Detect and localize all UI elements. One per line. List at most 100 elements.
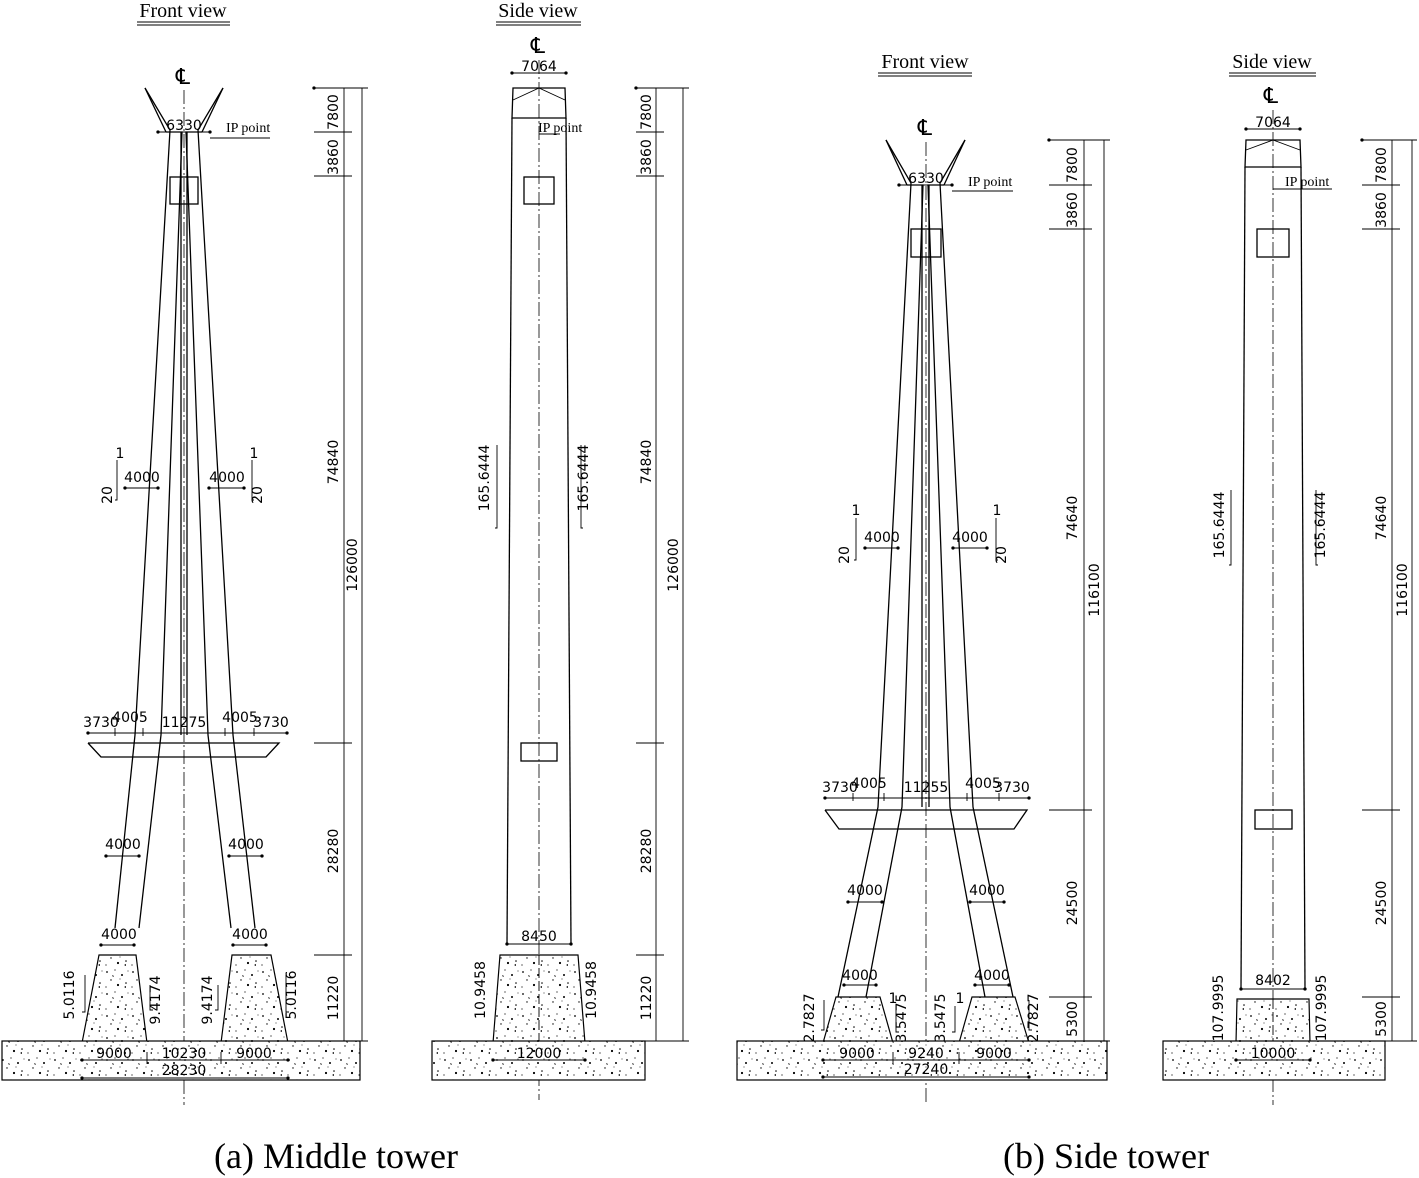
middle-side-centerline-icon: ℄ — [530, 33, 546, 58]
middle-side-total-height: 126000 — [666, 538, 682, 591]
middle-side-height-dims: 7800 3860 74840 28280 11220 126000 — [634, 86, 689, 1042]
middle-base-slope-outer-left: 5.0116 — [62, 970, 78, 1019]
sidetower-foot-total: 27240 — [904, 1062, 949, 1078]
middle-front-h3: 74840 — [326, 440, 342, 485]
sidetower-front-leg-width-upper-left: 4000 — [864, 530, 900, 546]
middle-side-base-slope-right: 10.9458 — [584, 961, 600, 1019]
middle-side-h5: 11220 — [639, 976, 655, 1021]
middle-front-slope-1-left: 1 — [116, 446, 125, 462]
middle-side-left-edge — [506, 117, 513, 945]
sidetower-side-base-slope-left: 107.9995 — [1211, 975, 1227, 1042]
sidetower-beam-right: 3730 — [994, 780, 1030, 796]
middle-front-h4: 28280 — [326, 829, 342, 874]
sidetower-side-view: Side view ℄ 7064 IP point 165.6444 165.6… — [1162, 51, 1386, 1105]
sidetower-beam-leg-right: 4005 — [965, 776, 1001, 792]
middle-cross-beam — [87, 742, 281, 758]
middle-foot-middle: 10230 — [162, 1046, 207, 1062]
sidetower-base-slope-inner-left: 3.5475 — [894, 994, 910, 1043]
sidetower-beam-middle: 11255 — [904, 780, 949, 796]
middle-front-leg-width-mid-left: 4000 — [105, 837, 141, 853]
sidetower-front-view: Front view ℄ 6330 IP point 1 20 1 20 400… — [736, 51, 1108, 1105]
sidetower-base-slope-outer-left: 2.7827 — [802, 994, 818, 1043]
sidetower-front-slope-20-left: 20 — [837, 546, 853, 564]
middle-side-h4: 28280 — [639, 829, 655, 874]
middle-front-view: Front view ℄ 6330 IP point 1 20 1 20 400… — [1, 0, 361, 1105]
middle-beam-leg-left: 4005 — [112, 710, 148, 726]
middle-front-total-height: 126000 — [345, 538, 361, 591]
middle-front-leg-width-upper-right: 4000 — [209, 470, 245, 486]
sidetower-left-pedestal — [822, 996, 894, 1044]
middle-right-leg-outer — [197, 87, 256, 929]
middle-front-h5: 11220 — [326, 976, 342, 1021]
sidetower-left-leg-outer — [837, 139, 912, 998]
sidetower-foot-9000-left: 9000 — [839, 1046, 875, 1062]
sidetower-front-h2: 3860 — [1065, 192, 1081, 228]
sidetower-front-h4: 24500 — [1065, 881, 1081, 926]
middle-front-slope-1-right: 1 — [250, 446, 259, 462]
middle-side-bottom-width: 8450 — [521, 929, 557, 945]
sidetower-right-leg-outer — [939, 139, 1014, 998]
sidetower-front-height-dims: 7800 3860 74640 24500 5300 116100 — [1047, 138, 1110, 1042]
middle-right-pedestal — [220, 954, 289, 1044]
sidetower-front-leg-width-upper-right: 4000 — [952, 530, 988, 546]
sidetower-cross-beam — [824, 809, 1029, 830]
middle-front-leg-width-upper-left: 4000 — [124, 470, 160, 486]
sidetower-side-right-edge — [1300, 166, 1306, 990]
sidetower-base-slope-one-left: 1 — [889, 991, 898, 1007]
sidetower-right-pedestal — [958, 996, 1030, 1044]
middle-side-ip-label: IP point — [538, 121, 582, 136]
middle-base-slope-inner-left: 9.4174 — [148, 975, 164, 1024]
middle-front-ip-label: IP point — [226, 121, 270, 136]
middle-front-leg-width-low-right: 4000 — [232, 927, 268, 943]
middle-beam-middle: 11275 — [162, 715, 207, 731]
sidetower-front-h5: 5300 — [1065, 1001, 1081, 1037]
middle-side-slope-left: 165.6444 — [477, 445, 493, 512]
sidetower-base-slope-inner-right: 3.5475 — [933, 994, 949, 1043]
sidetower-front-leg-width-mid-right: 4000 — [969, 883, 1005, 899]
middle-base-slope-outer-right: 5.0116 — [284, 970, 300, 1019]
sidetower-side-h3: 74640 — [1374, 496, 1390, 541]
sidetower-side-h4: 24500 — [1374, 881, 1390, 926]
middle-beam-right: 3730 — [253, 715, 289, 731]
middle-left-leg-inner — [138, 131, 183, 929]
sidetower-beam-left: 3730 — [822, 780, 858, 796]
sidetower-front-h3: 74640 — [1065, 496, 1081, 541]
middle-beam-leg-right: 4005 — [222, 710, 258, 726]
sidetower-side-anchor-box-top — [1256, 228, 1290, 258]
sidetower-side-anchor-box-beam — [1254, 809, 1293, 830]
sidetower-front-h1: 7800 — [1065, 147, 1081, 183]
sidetower-side-base-slope-right: 107.9995 — [1314, 975, 1330, 1042]
middle-tower-caption: (a) Middle tower — [214, 1136, 458, 1176]
middle-side-h2: 3860 — [639, 139, 655, 175]
middle-side-h1: 7800 — [639, 94, 655, 130]
middle-side-title: Side view — [498, 0, 578, 22]
middle-front-leg-width-mid-right: 4000 — [228, 837, 264, 853]
sidetower-left-leg-inner — [865, 184, 924, 998]
sidetower-front-slope-1-left: 1 — [852, 503, 861, 519]
middle-side-base-slope-left: 10.9458 — [473, 961, 489, 1019]
sidetower-side-foot-width: 10000 — [1251, 1046, 1296, 1062]
middle-side-top-width: 7064 — [521, 59, 557, 75]
sidetower-front-slope-1-right: 1 — [993, 503, 1002, 519]
sidetower-front-top-width: 6330 — [908, 171, 944, 187]
sidetower-front-centerline-icon: ℄ — [917, 115, 933, 140]
sidetower-side-left-edge — [1240, 166, 1246, 990]
sidetower-front-leg-width-low-right: 4000 — [974, 968, 1010, 984]
sidetower-front-leg-width-mid-left: 4000 — [847, 883, 883, 899]
sidetower-base-slope-outer-right: 2.7827 — [1026, 994, 1042, 1043]
middle-side-anchor-box-top — [523, 176, 555, 205]
sidetower-side-bottom-width: 8402 — [1255, 973, 1291, 989]
middle-side-view: Side view ℄ 7064 IP point 165.6444 165.6… — [431, 0, 646, 1100]
middle-left-pedestal — [81, 954, 148, 1044]
sidetower-base-slope-one-right: 1 — [956, 991, 965, 1007]
middle-front-leg-width-low-left: 4000 — [101, 927, 137, 943]
sidetower-right-leg-inner — [927, 184, 986, 998]
side-tower-caption: (b) Side tower — [1003, 1136, 1209, 1176]
middle-foot-9000-left: 9000 — [96, 1046, 132, 1062]
sidetower-side-h2: 3860 — [1374, 192, 1390, 228]
middle-foot-total: 28230 — [162, 1063, 207, 1079]
middle-right-leg-inner — [185, 131, 232, 929]
sidetower-side-ip-label: IP point — [1285, 175, 1329, 190]
